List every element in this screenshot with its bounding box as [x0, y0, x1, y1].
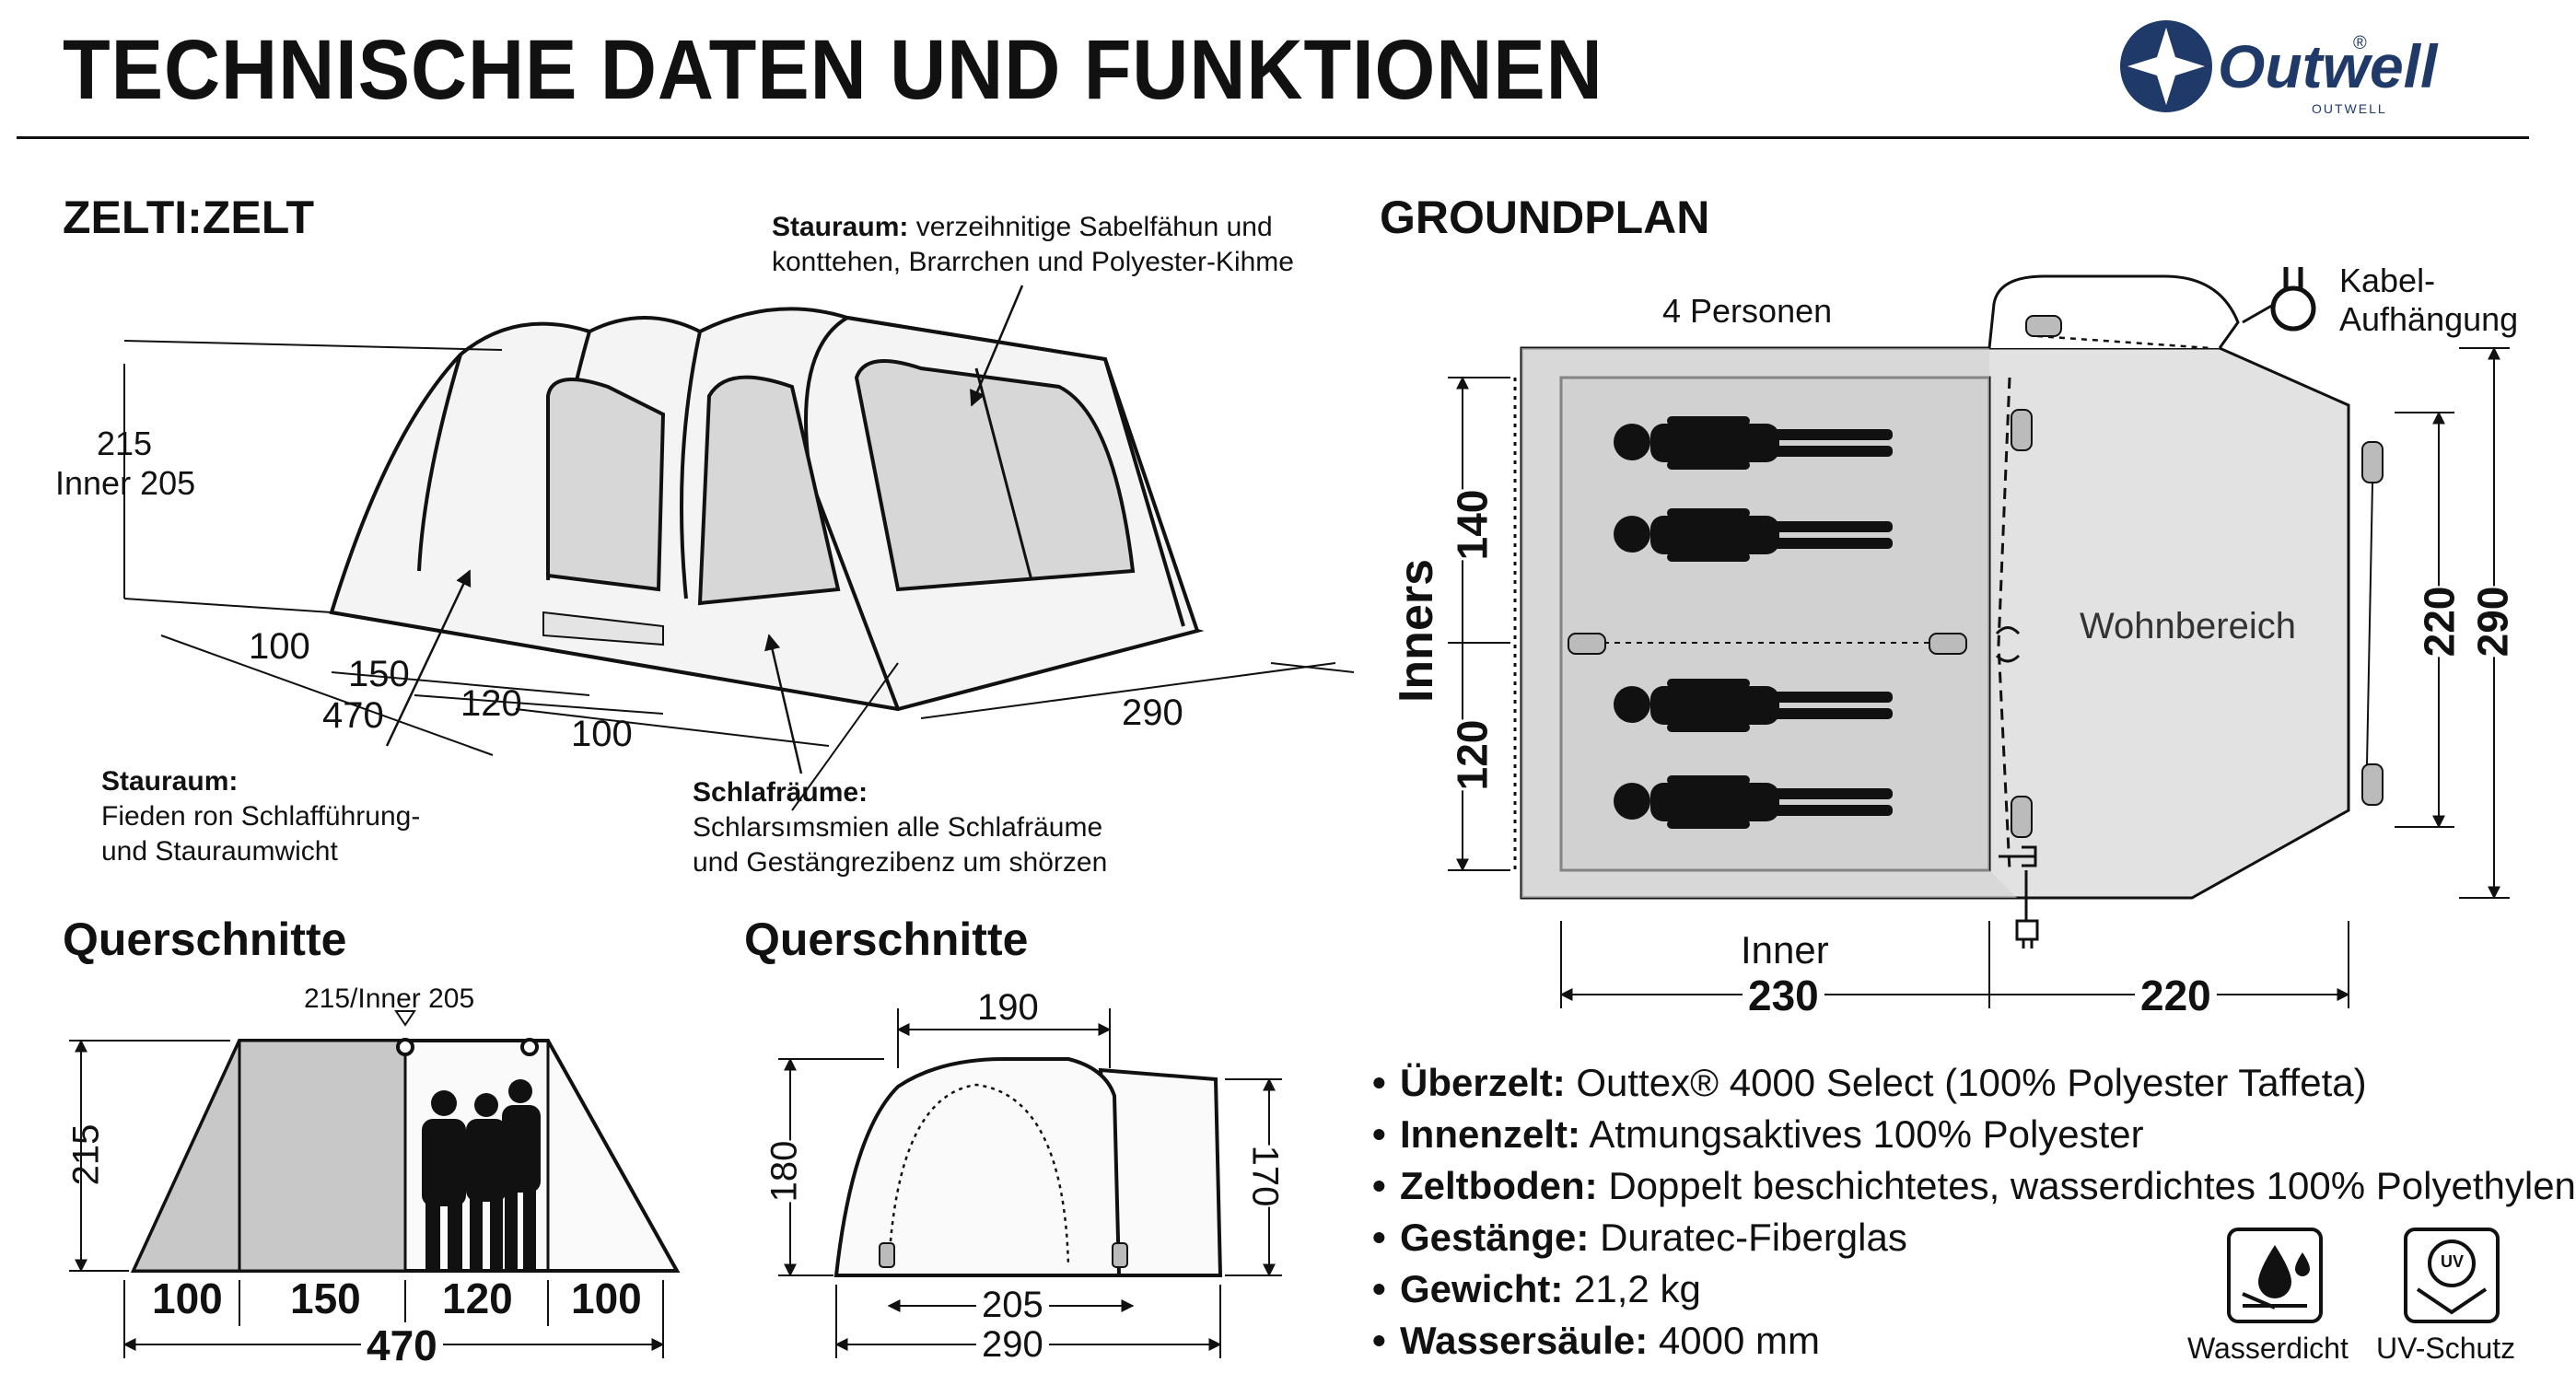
- registered-mark: ®: [2353, 33, 2367, 53]
- spec-item: •Überzelt: Outtex® 4000 Select (100% Pol…: [1372, 1061, 2367, 1104]
- side-section-heading: Querschnitte: [63, 914, 347, 965]
- page-title: TECHNISCHE DATEN UND FUNKTIONEN: [63, 23, 1603, 117]
- bottom-230: 230: [1743, 972, 1824, 1018]
- groundplan-persons: 4 Personen: [1662, 292, 1833, 330]
- groundplan-heading: GROUNDPLAN: [1380, 192, 1710, 243]
- spec-item: •Gewicht: 21,2 kg: [1372, 1267, 1701, 1310]
- cable-label-1: Kabel-: [2339, 262, 2436, 299]
- front-top-width: 190: [972, 987, 1044, 1028]
- bottom-220: 220: [2135, 972, 2217, 1018]
- side-seg-4: 100: [571, 1274, 642, 1322]
- outwell-logo: [2120, 20, 2212, 112]
- callout-sleeping-rooms: Schlafräume: Schlarsımsmien alle Schlafr…: [693, 777, 1108, 878]
- groundplan-drawing: [1513, 274, 2384, 949]
- uv-protection-icon: [2404, 1228, 2500, 1323]
- front-inner-width: 205: [976, 1285, 1049, 1325]
- side-total: 470: [361, 1322, 443, 1368]
- tent-height-label: 215: [97, 425, 153, 462]
- header-rule: [17, 136, 2529, 139]
- right-290: 290: [2468, 586, 2517, 658]
- sleeping-people-silhouettes: [1614, 416, 1893, 829]
- right-220: 220: [2415, 586, 2464, 658]
- uv-badge-text: UV: [2441, 1252, 2465, 1271]
- spec-item: •Innenzelt: Atmungsaktives 100% Polyeste…: [1372, 1112, 2144, 1156]
- side-seg-1: 100: [152, 1274, 223, 1322]
- brand-name: Outwell: [2218, 32, 2438, 100]
- spec-item: •Wassersäule: 4000 mm: [1372, 1319, 1820, 1362]
- cable-hook-icon: [2270, 267, 2316, 332]
- side-cross-section: [130, 1038, 681, 1273]
- cable-pointer: [2242, 302, 2276, 324]
- spec-item: •Zeltboden: Doppelt beschichtetes, wasse…: [1372, 1164, 2576, 1207]
- inner-120: 120: [1448, 719, 1497, 791]
- side-seg-2: 150: [290, 1274, 361, 1322]
- side-section-height: 215: [65, 1123, 107, 1186]
- front-left-height: 180: [763, 1140, 805, 1203]
- tent-callout-pointers: [385, 285, 1024, 774]
- front-cross-section: [833, 1057, 1223, 1277]
- dim-150: 150: [348, 654, 410, 694]
- callout-storage-left: Stauraum: Fieden ron Schlafführung- und …: [101, 766, 421, 867]
- waterproof-caption: Wasserdicht: [2187, 1332, 2349, 1365]
- tent-3d-illustration: [329, 307, 1205, 712]
- front-section-heading: Querschnitte: [744, 914, 1029, 965]
- side-seg-3: 120: [442, 1274, 513, 1322]
- bottom-inner-label: Inner: [1741, 928, 1829, 972]
- dim-100-rear: 100: [571, 714, 633, 754]
- tent-3d-dimensions: [123, 340, 1355, 811]
- dim-470: 470: [322, 695, 384, 736]
- front-total-width: 290: [976, 1324, 1049, 1365]
- inners-label: Inners: [1390, 558, 1444, 704]
- people-silhouettes-side: [422, 1079, 541, 1271]
- spec-list: •Überzelt: Outtex® 4000 Select (100% Pol…: [1372, 1057, 2576, 1367]
- dim-120: 120: [460, 683, 522, 724]
- dim-290: 290: [1122, 692, 1183, 733]
- uv-caption: UV-Schutz: [2376, 1332, 2516, 1365]
- cable-label-2: Aufhängung: [2339, 300, 2519, 338]
- living-area-label: Wohnbereich: [2080, 606, 2296, 646]
- side-section-top-label: 215/Inner 205: [304, 983, 475, 1014]
- spec-item: •Gestänge: Duratec-Fiberglas: [1372, 1216, 1907, 1259]
- dim-100-front: 100: [249, 626, 310, 667]
- waterproof-icon: [2227, 1228, 2323, 1323]
- tent-inner-height-label: Inner 205: [55, 464, 196, 502]
- inner-140: 140: [1448, 489, 1497, 561]
- tent-heading: ZELTI:ZELT: [63, 192, 315, 243]
- front-right-height: 170: [1244, 1145, 1286, 1207]
- brand-subline: OUTWELL: [2312, 101, 2387, 116]
- callout-storage-top: Stauraum: verzeihnitige Sabelfähun und k…: [772, 212, 1294, 277]
